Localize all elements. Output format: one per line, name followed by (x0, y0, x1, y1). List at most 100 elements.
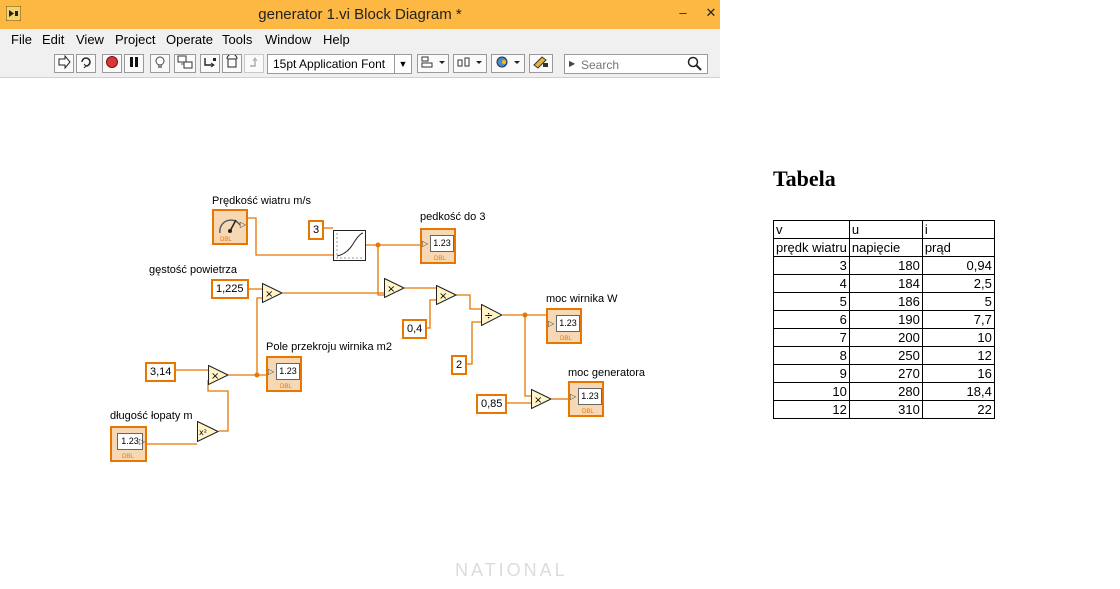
divide-node[interactable]: ÷ (481, 304, 503, 326)
multiply-symbol: × (211, 371, 219, 382)
toolbar: 15pt Application Font ▼ ▶ (0, 50, 720, 78)
multiply-symbol: × (265, 289, 273, 300)
search-icon[interactable] (687, 56, 703, 72)
table-cell: 6 (773, 310, 850, 329)
font-selector[interactable]: 15pt Application Font ▼ (267, 54, 412, 74)
menu-window[interactable]: Window (265, 32, 312, 47)
rotor-area-label: Pole przekroju wirnika m2 (266, 341, 392, 353)
run-continuously-button[interactable] (76, 54, 96, 73)
multiply-node[interactable]: × (531, 389, 552, 409)
rotor-area-indicator[interactable]: ▷ 1.23 DBL (266, 356, 302, 392)
menu-project[interactable]: Project (115, 32, 156, 47)
speed-cubed-label: pedkość do 3 (420, 211, 486, 223)
run-button[interactable] (54, 54, 74, 73)
retain-wire-values-button[interactable] (174, 54, 196, 73)
search-scope-arrow-icon: ▶ (569, 59, 576, 68)
menu-view[interactable]: View (76, 32, 104, 47)
speed-cubed-indicator[interactable]: ▷ 1.23 DBL (420, 228, 456, 264)
step-over-icon (226, 53, 238, 68)
control-terminal-arrow-icon: ▷ (138, 437, 145, 446)
search-input[interactable] (579, 56, 683, 74)
title-bar: generator 1.vi Block Diagram * – ✕ (0, 0, 720, 29)
square-node[interactable]: x² (197, 421, 219, 442)
minimize-button[interactable]: – (679, 5, 687, 20)
air-density-label: gęstość powietrza (149, 264, 238, 276)
menu-file[interactable]: File (11, 32, 32, 47)
generator-power-label: moc generatora (568, 367, 646, 379)
table-cell: 250 (848, 346, 923, 365)
abort-button[interactable] (102, 54, 122, 73)
multiply-node[interactable]: × (208, 365, 229, 385)
exponent-constant[interactable]: 3 (308, 220, 325, 240)
rotor-power-indicator[interactable]: ▷ 1.23 DBL (546, 308, 582, 344)
menu-edit[interactable]: Edit (42, 32, 65, 47)
run-continuously-icon (81, 57, 91, 69)
clean-up-diagram-button[interactable] (529, 54, 553, 73)
multiply-symbol: × (534, 395, 542, 406)
run-arrow-icon (58, 54, 71, 70)
lightbulb-icon (155, 56, 165, 68)
air-density-constant[interactable]: 1,225 (211, 279, 249, 299)
efficiency-constant[interactable]: 0,85 (476, 394, 508, 414)
table-cell: 190 (848, 310, 923, 329)
table-cell: 2,5 (921, 274, 995, 293)
coefficient-constant[interactable]: 0,4 (402, 319, 428, 339)
menu-tools[interactable]: Tools (222, 32, 253, 47)
table-cell: 280 (848, 382, 923, 401)
table-header-row: v u i (773, 220, 995, 239)
close-button[interactable]: ✕ (705, 5, 717, 20)
divide-symbol: ÷ (484, 309, 493, 322)
wind-speed-control[interactable]: ▷ DBL (212, 209, 248, 245)
generator-power-indicator[interactable]: ▷ 1.23 DBL (568, 381, 604, 417)
pause-icon (130, 57, 138, 67)
table-cell: 3 (773, 256, 850, 275)
block-diagram-canvas[interactable]: Prędkość wiatru m/s pedkość do 3 gęstość… (0, 78, 720, 571)
probe-icon (177, 55, 193, 69)
menu-help[interactable]: Help (323, 32, 350, 47)
table-cell: 18,4 (921, 382, 995, 401)
step-over-button[interactable] (222, 53, 242, 73)
table-cell: 12 (921, 346, 995, 365)
menu-operate[interactable]: Operate (166, 32, 213, 47)
indicator-terminal-arrow-icon: ▷ (548, 319, 555, 328)
table-cell: 200 (848, 328, 923, 347)
align-icon (421, 56, 445, 68)
header-cell: prąd (921, 238, 995, 257)
search-box[interactable]: ▶ (564, 54, 708, 74)
multiply-symbol: × (387, 284, 395, 295)
rotor-power-label: moc wirnika W (546, 293, 618, 305)
table-cell: 5 (773, 292, 850, 311)
table-cell: 16 (921, 364, 995, 383)
distribute-icon (457, 57, 482, 67)
multiply-node[interactable]: × (436, 285, 457, 305)
header-cell: i (921, 220, 995, 239)
dbl-type-badge: DBL (220, 237, 232, 243)
multiply-node[interactable]: × (384, 278, 405, 298)
pi-constant[interactable]: 3,14 (145, 362, 177, 382)
dbl-type-badge: DBL (434, 256, 446, 262)
control-terminal-arrow-icon: ▷ (239, 220, 246, 229)
font-selector-value: 15pt Application Font (273, 57, 386, 71)
divisor-constant[interactable]: 2 (451, 355, 468, 375)
blade-length-control[interactable]: 1.23 ▷ DBL (110, 426, 147, 462)
dial-icon (219, 219, 241, 234)
reorder-button[interactable] (491, 54, 525, 73)
multiply-node[interactable]: × (262, 283, 283, 303)
pause-button[interactable] (124, 54, 144, 73)
multiply-symbol: × (439, 291, 447, 302)
square-symbol: x² (199, 428, 207, 437)
distribute-objects-button[interactable] (453, 54, 487, 73)
power-function-node[interactable] (333, 230, 366, 261)
dbl-type-badge: DBL (122, 454, 134, 460)
dbl-type-badge: DBL (280, 384, 292, 390)
step-out-button[interactable] (244, 54, 264, 73)
step-into-button[interactable] (200, 54, 220, 73)
numeric-indicator-value: 1.23 (556, 315, 580, 332)
align-objects-button[interactable] (417, 54, 449, 73)
highlight-execution-button[interactable] (150, 54, 170, 73)
step-into-icon (204, 58, 216, 68)
